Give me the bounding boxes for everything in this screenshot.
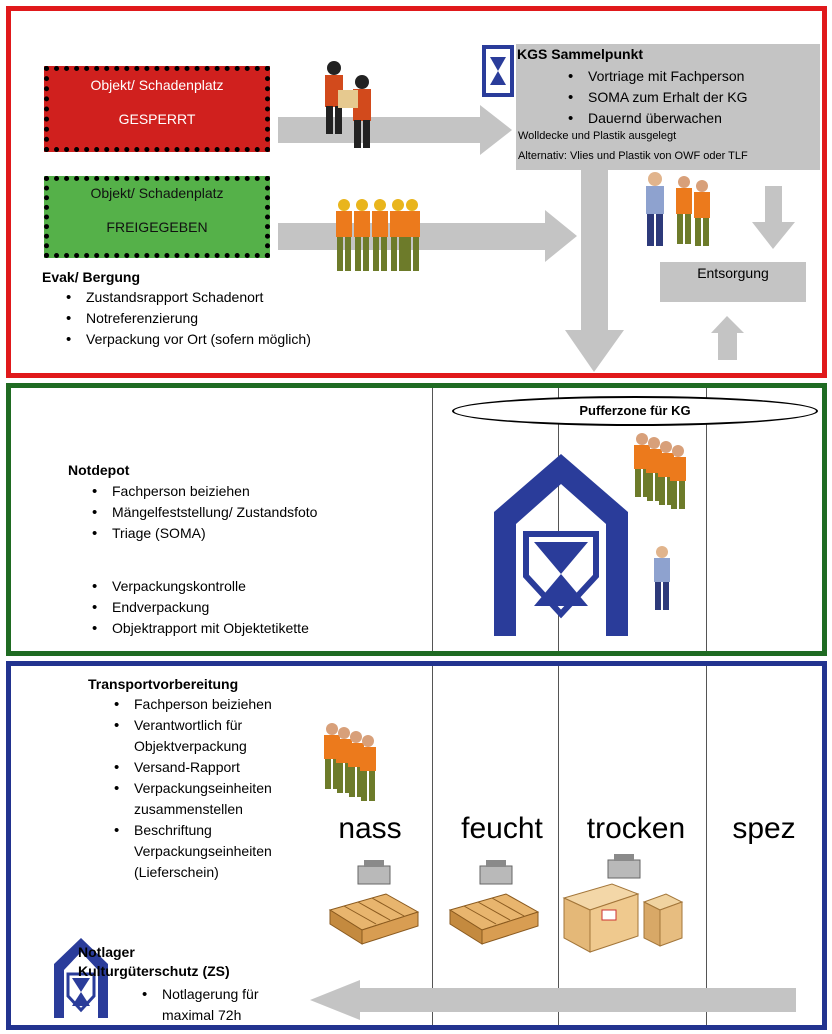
evak-list: Zustandsrapport Schadenort Notreferenzie… <box>64 287 424 350</box>
kgs-title: KGS Sammelpunkt <box>517 46 644 62</box>
list-item: Verpackung vor Ort (sofern möglich) <box>64 329 424 350</box>
arrow-freigegeben <box>278 210 577 262</box>
list-item: Notreferenzierung <box>64 308 424 329</box>
arrow-to-notlager <box>310 980 796 1020</box>
kgs-shield-icon <box>494 454 628 636</box>
gesperrt-status: GESPERRT <box>118 111 196 127</box>
tool-case-icon <box>479 860 513 885</box>
freigegeben-status: FREIGEGEBEN <box>106 219 208 235</box>
list-item: Mängelfeststellung/ Zustandsfoto <box>90 502 420 523</box>
notdepot-list-2: Verpackungskontrolle Endverpackung Objek… <box>90 576 420 639</box>
list-item: Fachperson beiziehen <box>90 481 420 502</box>
list-item: Fachperson beiziehen <box>112 694 322 715</box>
entsorgung-box <box>660 262 806 302</box>
list-item: Notlagerung für maximal 72h <box>140 984 290 1026</box>
list-item: Verpackungskontrolle <box>90 576 420 597</box>
panel-transport <box>6 661 827 1030</box>
person-icon <box>654 546 670 610</box>
divider <box>706 388 707 651</box>
category-feucht: feucht <box>461 812 543 845</box>
firefighter-icon <box>325 61 371 148</box>
category-spez: spez <box>732 812 796 845</box>
list-item: Triage (SOMA) <box>90 523 420 544</box>
kgs-note-2: Alternativ: Vlies und Plastik von OWF od… <box>518 150 748 162</box>
list-item: SOMA zum Erhalt der KG <box>566 87 816 108</box>
worker-icon <box>634 433 686 509</box>
transport-title: Transportvorbereitung <box>88 676 239 692</box>
notdepot-title: Notdepot <box>68 462 130 478</box>
pufferzone-label: Pufferzone für KG <box>452 396 818 426</box>
gesperrt-box: Objekt/ Schadenplatz GESPERRT <box>44 66 270 152</box>
entsorgung-label: Entsorgung <box>697 265 769 281</box>
person-icon <box>646 172 710 246</box>
list-item: Verantwortlich für Objektverpackung <box>112 715 322 757</box>
flow-arrows-top <box>278 105 806 372</box>
panel-notdepot <box>6 383 827 656</box>
kgs-list: Vortriage mit Fachperson SOMA zum Erhalt… <box>566 66 816 129</box>
notlager-list: Notlagerung für maximal 72h <box>140 984 290 1026</box>
list-item: Vortriage mit Fachperson <box>566 66 816 87</box>
notlager-subtitle: Kulturgüterschutz (ZS) <box>78 963 230 979</box>
list-item: Dauernd überwachen <box>566 108 816 129</box>
divider <box>558 388 559 651</box>
freigegeben-label: Objekt/ Schadenplatz <box>90 185 224 201</box>
arrow-down-entsorgung <box>752 186 795 249</box>
worker-icon <box>336 199 420 271</box>
list-item: Beschriftung Verpackungseinheiten (Liefe… <box>112 820 322 883</box>
evak-title: Evak/ Bergung <box>42 269 141 285</box>
box-icon <box>562 883 684 953</box>
arrow-up-entsorgung <box>711 316 744 360</box>
list-item: Endverpackung <box>90 597 420 618</box>
notlager-title: Notlager <box>78 944 135 960</box>
divider <box>558 666 559 1025</box>
divider <box>706 666 707 1025</box>
tool-case-icon <box>607 854 641 879</box>
panel-evak-bergung <box>6 6 827 378</box>
arrow-down-pufferzone <box>565 170 624 372</box>
transport-list: Fachperson beiziehen Verantwortlich für … <box>112 694 322 883</box>
pallet-icon <box>448 893 540 945</box>
pallet-icon <box>328 893 420 945</box>
list-item: Objektrapport mit Objektetikette <box>90 618 420 639</box>
kgs-shield-icon <box>482 45 514 97</box>
gesperrt-label: Objekt/ Schadenplatz <box>90 77 224 93</box>
worker-icon <box>324 723 376 801</box>
list-item: Verpackungseinheiten zusammenstellen <box>112 778 322 820</box>
tool-case-icon <box>357 860 391 885</box>
notdepot-list-1: Fachperson beiziehen Mängelfeststellung/… <box>90 481 420 544</box>
kgs-shield-icon <box>54 938 108 1018</box>
category-nass: nass <box>338 812 402 845</box>
category-trocken: trocken <box>586 812 686 845</box>
list-item: Versand-Rapport <box>112 757 322 778</box>
freigegeben-box: Objekt/ Schadenplatz FREIGEGEBEN <box>44 176 270 258</box>
divider <box>432 388 433 651</box>
kgs-note-1: Wolldecke und Plastik ausgelegt <box>518 130 677 142</box>
divider <box>432 666 433 1025</box>
list-item: Zustandsrapport Schadenort <box>64 287 424 308</box>
